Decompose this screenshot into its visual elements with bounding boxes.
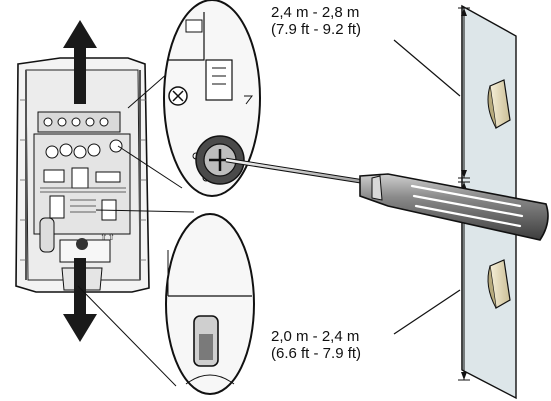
screwdriver-icon <box>225 157 549 241</box>
mounted-sensor-lower <box>487 259 511 309</box>
upper-height-imperial: (7.9 ft - 9.2 ft) <box>271 21 362 38</box>
upper-height-label: 2,4 m - 2,8 m (7.9 ft - 9.2 ft) <box>271 4 361 38</box>
label-leaders <box>393 39 461 335</box>
upper-height-metric: 2,4 m - 2,8 m <box>271 4 360 21</box>
magnifier-bracket-detail <box>165 213 255 395</box>
svg-text:⇧⇧: ⇧⇧ <box>100 232 115 242</box>
pcb-components <box>43 139 123 221</box>
lower-height-label: 2,0 m - 2,4 m (6.6 ft - 7.9 ft) <box>271 328 361 362</box>
mounted-sensor-upper <box>487 79 511 129</box>
terminal-block <box>37 111 121 133</box>
arrow-up-icon <box>63 20 97 104</box>
lower-height-imperial: (6.6 ft - 7.9 ft) <box>271 345 362 362</box>
arrow-down-icon <box>63 258 97 342</box>
lower-height-metric: 2,0 m - 2,4 m <box>271 328 360 345</box>
detector-device: ⇧⇧ <box>15 57 150 293</box>
magnifier-screw-detail <box>163 0 261 197</box>
